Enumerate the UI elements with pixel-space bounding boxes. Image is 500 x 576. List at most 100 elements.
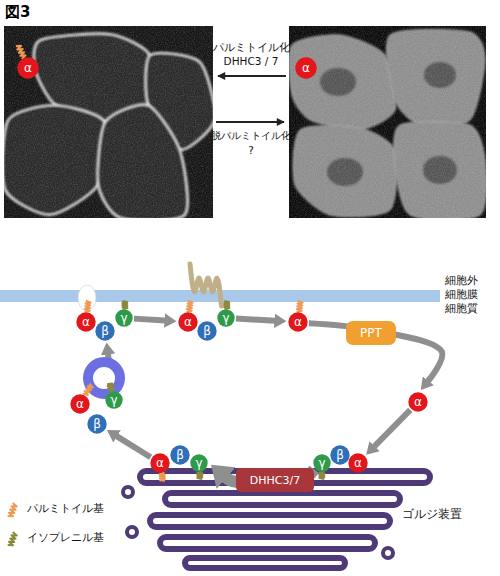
subunit-circle: γ bbox=[115, 309, 133, 327]
legend-entry: イソプレニル基 bbox=[27, 532, 104, 544]
subunit-circle: γ bbox=[190, 454, 208, 472]
lipid-chain bbox=[187, 301, 193, 312]
lipid-chain bbox=[8, 503, 17, 516]
circle-fill bbox=[115, 309, 132, 326]
circle-fill bbox=[330, 445, 349, 464]
reaction-arrow bbox=[216, 121, 284, 123]
subunit-letter: β bbox=[176, 449, 184, 461]
subunit-letter: γ bbox=[110, 394, 117, 406]
circle-fill bbox=[150, 453, 169, 472]
transition-arrow bbox=[134, 319, 165, 321]
subunit-circle: β bbox=[87, 414, 107, 434]
subunit-letter: α bbox=[294, 316, 302, 328]
lipid-chain bbox=[8, 532, 17, 545]
circle-fill bbox=[288, 312, 307, 331]
subunit-letter: β bbox=[336, 449, 344, 461]
subunit-circle: β bbox=[170, 445, 190, 465]
reaction-arrow bbox=[218, 75, 286, 77]
subunit-letter: γ bbox=[120, 312, 127, 324]
golgi-cisterna bbox=[150, 515, 390, 527]
circle-fill bbox=[76, 312, 95, 331]
enzyme-box: DHHC3/7 bbox=[236, 468, 314, 492]
circle-fill bbox=[408, 392, 427, 411]
golgi-vesicle bbox=[383, 548, 393, 558]
subunit-letter: α bbox=[82, 316, 90, 328]
subunit-circle: γ bbox=[217, 309, 235, 327]
annotation-label: DHHC3 / 7 bbox=[224, 56, 279, 68]
transition-arrow bbox=[309, 323, 443, 381]
legend-text: イソプレニル基 bbox=[27, 531, 104, 544]
subunit-circle: α bbox=[348, 453, 368, 473]
circle-fill bbox=[313, 454, 330, 471]
subunit-circle: α bbox=[288, 312, 308, 332]
annotation-label: 脱パルミトイル化 bbox=[211, 130, 291, 141]
subunit-circle: α bbox=[150, 453, 170, 473]
subunit-circle: α bbox=[178, 312, 198, 332]
subunit-letter: α bbox=[354, 457, 362, 469]
annotation-label: 細胞質 bbox=[445, 303, 478, 315]
enzyme-name: PPT bbox=[360, 327, 382, 339]
lipid-chain bbox=[16, 46, 26, 59]
enzyme-name: DHHC3/7 bbox=[250, 475, 300, 486]
circle-fill bbox=[295, 57, 316, 78]
subunit-circle: γ bbox=[313, 454, 331, 472]
enzyme-box: PPT bbox=[346, 321, 396, 345]
subunit-circle: α bbox=[295, 57, 317, 79]
golgi-vesicle bbox=[123, 487, 133, 497]
circle-fill bbox=[87, 414, 106, 433]
gpcr-receptor bbox=[190, 264, 222, 306]
circle-fill bbox=[178, 312, 197, 331]
subunit-letter: α bbox=[24, 62, 32, 74]
transition-arrow bbox=[374, 410, 410, 447]
subunit-letter: β bbox=[203, 325, 211, 337]
subunit-letter: β bbox=[101, 325, 109, 337]
figure-title: 図3 bbox=[5, 3, 30, 22]
subunit-circle: β bbox=[197, 321, 217, 341]
subunit-letter: α bbox=[414, 396, 422, 408]
annotation-label: ? bbox=[248, 145, 254, 157]
micrograph bbox=[4, 26, 213, 218]
subunit-letter: α bbox=[76, 398, 84, 410]
subunit-letter: α bbox=[156, 457, 164, 469]
subunit-circle: α bbox=[70, 394, 90, 414]
subunit-letter: α bbox=[302, 62, 310, 74]
lipid-chain bbox=[197, 472, 202, 479]
subunit-letter: γ bbox=[195, 457, 202, 469]
lipid-chain bbox=[85, 301, 91, 312]
golgi-cisterna bbox=[185, 558, 345, 568]
legend-text: パルミトイル基 bbox=[27, 502, 104, 515]
circle-fill bbox=[95, 321, 114, 340]
subunit-circle: α bbox=[17, 57, 39, 79]
image-grain bbox=[4, 26, 213, 218]
lipid-chain bbox=[122, 301, 127, 309]
annotation-label: ゴルジ装置 bbox=[402, 508, 462, 521]
receptor-shape bbox=[78, 285, 96, 311]
transition-arrow bbox=[117, 436, 151, 457]
golgi-cisterna bbox=[165, 493, 400, 505]
annotation-label: 細胞外 bbox=[445, 275, 478, 287]
subunit-letter: γ bbox=[222, 312, 229, 324]
circle-fill bbox=[17, 57, 38, 78]
subunit-letter: γ bbox=[318, 457, 325, 469]
golgi-cisterna bbox=[160, 537, 375, 549]
circle-fill bbox=[190, 454, 207, 471]
circle-fill bbox=[105, 391, 122, 408]
lipid-chain bbox=[160, 473, 165, 481]
image-grain bbox=[289, 26, 486, 218]
lipid-chain bbox=[107, 384, 114, 392]
golgi-vesicle bbox=[127, 527, 137, 537]
circle-fill bbox=[348, 453, 367, 472]
micrograph-background bbox=[4, 26, 213, 218]
lipid-chain bbox=[224, 301, 229, 309]
lipid-chain bbox=[319, 472, 324, 479]
circle-fill bbox=[70, 394, 89, 413]
transport-vesicle bbox=[88, 362, 120, 394]
lipid-chain bbox=[297, 301, 303, 312]
subunit-circle: α bbox=[408, 392, 428, 412]
micrograph-background bbox=[289, 26, 486, 218]
circle-fill bbox=[217, 309, 234, 326]
subunit-circle: β bbox=[95, 321, 115, 341]
subunit-letter: β bbox=[93, 418, 101, 430]
subunit-circle: α bbox=[76, 312, 96, 332]
